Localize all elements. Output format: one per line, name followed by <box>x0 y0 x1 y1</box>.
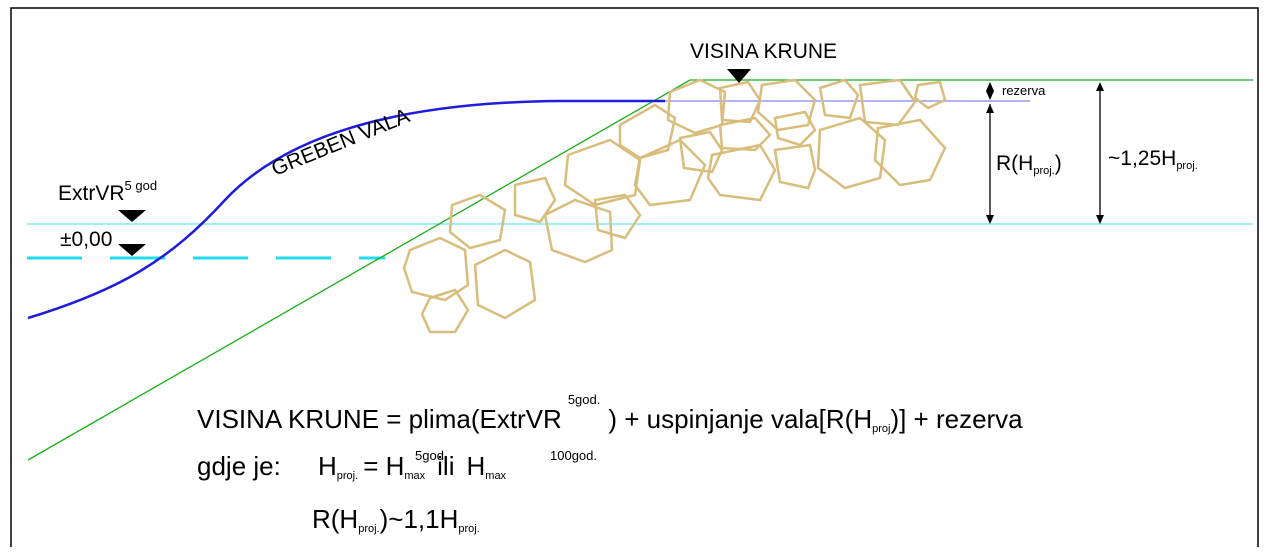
total-height-text: ~1,25H <box>1108 147 1176 170</box>
rock <box>420 288 470 334</box>
zero-level-marker <box>118 244 146 256</box>
formula-hmax-subscript: max <box>404 470 425 482</box>
wave-crest-curve <box>27 99 665 320</box>
rock <box>473 248 537 320</box>
formula-run-up-relation-subscript: proj. <box>358 523 379 535</box>
rock <box>858 78 917 127</box>
formula-equals-h: = H <box>363 451 404 481</box>
rock <box>633 138 707 207</box>
breakwater-slope-line <box>27 79 1253 461</box>
formula-crest-definition: VISINA KRUNE = plima(ExtrVR <box>197 404 562 434</box>
run-up-text: R(H <box>996 152 1033 175</box>
rock <box>543 198 614 264</box>
total-height-label: ~1,25Hproj. <box>1108 147 1198 172</box>
formula-hmax-return-period: 5god. <box>415 448 448 463</box>
formula-h-max-2: H <box>467 451 486 481</box>
arrowhead <box>1096 215 1104 224</box>
rock <box>706 143 777 202</box>
rock <box>816 116 887 190</box>
run-up-label: R(Hproj.) <box>996 152 1062 177</box>
formula-h-design-subscript: proj. <box>337 470 358 482</box>
formula-line-3: R(Hproj.)~1,1Hproj. <box>312 504 480 535</box>
formula-run-up-relation-subscript-2: proj. <box>458 523 479 535</box>
extreme-level-marker <box>118 210 146 222</box>
crest-level-marker <box>727 69 751 83</box>
rock <box>448 193 507 250</box>
arrowhead <box>986 82 994 91</box>
run-up-subscript: proj. <box>1033 165 1054 177</box>
formula-run-up-subscript: proj <box>872 423 890 435</box>
formula-return-period: 5god. <box>568 392 601 407</box>
rock <box>873 118 947 187</box>
formula-run-up: ) + uspinjanje vala[R(H <box>608 404 872 434</box>
rock <box>563 138 642 207</box>
extreme-level-label: ExtrVR5 god <box>58 178 157 205</box>
formula-run-up-relation: R(H <box>312 504 358 534</box>
rock <box>402 236 470 302</box>
arrowhead <box>986 215 994 224</box>
wave-crest-label: GREBEN VALA <box>268 104 413 180</box>
rock <box>773 110 817 147</box>
rock <box>818 78 860 120</box>
dimension-arrowheads <box>986 82 1104 224</box>
formula-line-1: VISINA KRUNE = plima(ExtrVR 5god. ) + uspi… <box>197 392 1023 435</box>
extreme-level-return-period: 5 god <box>125 178 158 193</box>
rock-armour <box>402 78 947 334</box>
reserve-label: rezerva <box>1002 83 1046 98</box>
formula-where-label: gdje je: <box>197 451 281 481</box>
arrowhead <box>986 104 994 113</box>
arrowhead <box>1096 82 1104 91</box>
rock <box>718 116 772 152</box>
formula-hmax2-return-period: 100god. <box>550 448 597 463</box>
run-up-close: ) <box>1055 152 1062 175</box>
rock <box>718 80 762 124</box>
total-height-subscript: proj. <box>1176 160 1197 172</box>
zero-level-label: ±0,00 <box>60 228 112 251</box>
formula-or: ili <box>437 451 454 481</box>
crest-height-label: VISINA KRUNE <box>690 40 837 63</box>
rock <box>678 130 724 174</box>
rock <box>773 143 817 190</box>
diagram-border <box>10 7 1259 552</box>
rock <box>593 193 642 240</box>
formula-reserve: )] + rezerva <box>890 404 1023 434</box>
formula-hmax2-subscript: max <box>485 470 506 482</box>
rock <box>913 80 947 110</box>
formula-run-up-relation-value: )~1,1H <box>380 504 459 534</box>
arrowhead <box>986 91 994 100</box>
formula-h-design: H <box>318 451 337 481</box>
rock <box>513 176 557 224</box>
extreme-level-text: ExtrVR <box>58 182 125 205</box>
rock <box>618 103 677 160</box>
rock <box>756 78 817 132</box>
